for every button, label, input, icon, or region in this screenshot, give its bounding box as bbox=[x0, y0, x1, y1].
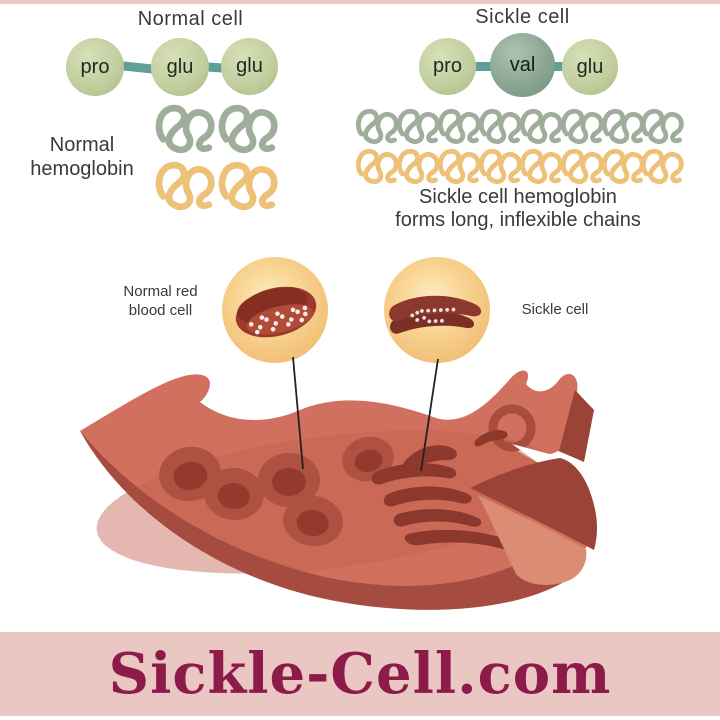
sickle-cell-pointer-line bbox=[420, 358, 439, 472]
sickle-cell-illustration bbox=[389, 295, 482, 334]
amino-acid-pro: pro bbox=[66, 38, 124, 96]
site-name: Sickle-Cell.com bbox=[108, 641, 612, 707]
normal-red-blood-cell-label: Normal red blood cell bbox=[123, 283, 198, 319]
peptide-bond bbox=[468, 62, 498, 71]
normal-cell-callout bbox=[222, 257, 328, 363]
sickle-cell-label: Sickle cell bbox=[521, 301, 589, 318]
sickle-cell-title: Sickle cell bbox=[475, 6, 570, 28]
normal-hemoglobin-label: Normal hemoglobin bbox=[30, 134, 134, 180]
sickle-cell-callout bbox=[384, 257, 490, 363]
amino-acid-pro: pro bbox=[419, 38, 476, 95]
top-border-strip bbox=[0, 0, 720, 4]
branch-red-cell bbox=[488, 404, 536, 452]
normal-cell-title: Normal cell bbox=[137, 8, 244, 30]
vessel-front-wall bbox=[80, 431, 573, 610]
vessel-end-face bbox=[478, 495, 587, 585]
sickle-hemoglobin-chains bbox=[358, 111, 681, 181]
blood-vessel bbox=[80, 370, 610, 610]
normal-cell-pointer-line bbox=[292, 356, 304, 470]
amino-acid-val-mutated: val bbox=[490, 33, 555, 97]
normal-hemoglobin-tangles bbox=[159, 108, 274, 207]
peptide-bond bbox=[548, 62, 570, 71]
vessel-end-rim bbox=[470, 458, 597, 550]
amino-acid-glu: glu bbox=[562, 39, 618, 95]
normal-red-cells bbox=[159, 436, 394, 547]
branch-cut-face bbox=[559, 390, 594, 462]
normal-red-cell-illustration bbox=[235, 286, 317, 338]
amino-acid-glu: glu bbox=[151, 38, 209, 96]
sickle-cell-clump bbox=[371, 430, 518, 551]
footer-banner: Sickle-Cell.com bbox=[0, 632, 720, 716]
sickle-hemoglobin-caption: Sickle cell hemoglobin forms long, infle… bbox=[395, 186, 641, 231]
amino-acid-glu: glu bbox=[221, 38, 278, 95]
